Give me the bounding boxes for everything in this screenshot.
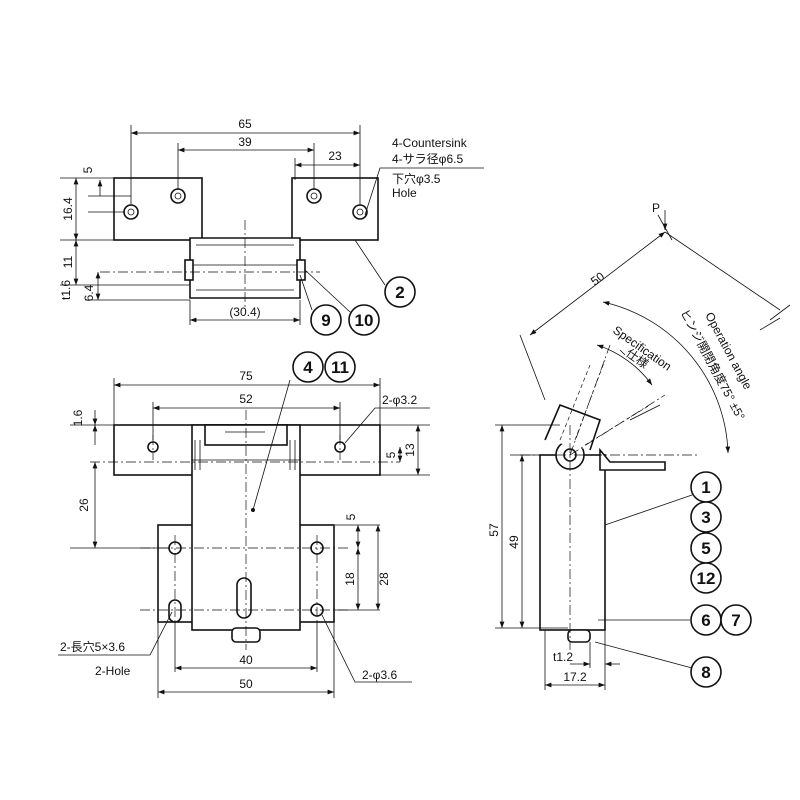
note-slot-en: 2-Hole <box>95 664 131 678</box>
svg-text:6: 6 <box>701 611 710 630</box>
dim-6-4: 6.4 <box>82 284 96 301</box>
side-flap <box>599 447 666 471</box>
dim-57: 57 <box>487 523 501 537</box>
dim-39: 39 <box>238 135 252 149</box>
svg-text:11: 11 <box>331 358 349 377</box>
dim-18: 18 <box>343 572 357 586</box>
side-body <box>539 454 606 631</box>
svg-text:4: 4 <box>303 358 313 377</box>
dim-11: 11 <box>61 255 75 268</box>
label-p: P <box>652 201 660 215</box>
note-hole-en: Hole <box>392 186 417 200</box>
note-hole-3-6: 2-φ3.6 <box>362 668 397 682</box>
top-view: 65 39 23 5 16.4 11 t1.6 6.4 (30.4) 4-Cou… <box>59 117 484 336</box>
balloon-10: 10 <box>348 304 380 336</box>
side-view: 57 49 t1.2 17.2 50 P Specification 仕様 Op… <box>487 201 791 690</box>
dim-17-2: 17.2 <box>563 670 587 684</box>
svg-text:9: 9 <box>321 311 330 330</box>
dim-16-4: 16.4 <box>61 197 75 221</box>
dim-28: 28 <box>377 572 391 586</box>
note-slot-jp: 2-長穴5×3.6 <box>60 639 125 654</box>
svg-text:1: 1 <box>701 478 710 497</box>
balloon-2: 2 <box>384 276 416 308</box>
note-hole-jp: 下穴φ3.5 <box>392 171 441 186</box>
balloon-4: 4 <box>292 351 324 383</box>
note-hole-3-2: 2-φ3.2 <box>382 393 417 407</box>
dim-50: 50 <box>239 677 253 691</box>
dim-5-top: 5 <box>384 451 398 458</box>
dim-75: 75 <box>239 369 253 383</box>
svg-text:10: 10 <box>355 311 374 330</box>
dim-50-diag: 50 <box>588 269 607 288</box>
balloon-11: 11 <box>324 351 356 383</box>
dim-40: 40 <box>239 653 253 667</box>
balloon-5: 5 <box>690 532 722 564</box>
dim-26: 26 <box>77 498 91 512</box>
dim-1-6: 1.6 <box>71 409 85 426</box>
note-countersink-en: 4-Countersink <box>392 136 468 150</box>
balloon-6: 6 <box>690 604 722 636</box>
dim-5-lower: 5 <box>344 513 358 520</box>
svg-text:5: 5 <box>701 539 710 558</box>
balloon-9: 9 <box>310 304 342 336</box>
svg-text:7: 7 <box>731 611 740 630</box>
svg-text:3: 3 <box>701 508 710 527</box>
countersink-holes <box>123 188 368 220</box>
dim-65: 65 <box>238 117 252 131</box>
svg-text:8: 8 <box>701 663 710 682</box>
slot <box>236 577 252 619</box>
dim-t1-2: t1.2 <box>553 650 573 664</box>
balloon-8: 8 <box>690 656 722 688</box>
dim-23: 23 <box>328 149 342 163</box>
svg-text:2: 2 <box>395 283 404 302</box>
balloon-1: 1 <box>690 471 722 503</box>
balloon-3: 3 <box>690 501 722 533</box>
note-countersink-jp: 4-サラ径φ6.5 <box>392 152 463 166</box>
dim-13: 13 <box>403 443 417 457</box>
dim-30-4: (30.4) <box>229 305 260 319</box>
dim-t1-6: t1.6 <box>59 280 73 300</box>
svg-text:12: 12 <box>697 569 716 588</box>
balloon-12: 12 <box>690 562 722 594</box>
balloon-7: 7 <box>720 604 752 636</box>
front-view: 75 52 2-φ3.2 1.6 26 5 13 5 18 28 40 50 2… <box>58 351 430 698</box>
dim-49: 49 <box>507 535 521 549</box>
dim-52: 52 <box>239 392 253 406</box>
dim-5: 5 <box>81 166 95 173</box>
